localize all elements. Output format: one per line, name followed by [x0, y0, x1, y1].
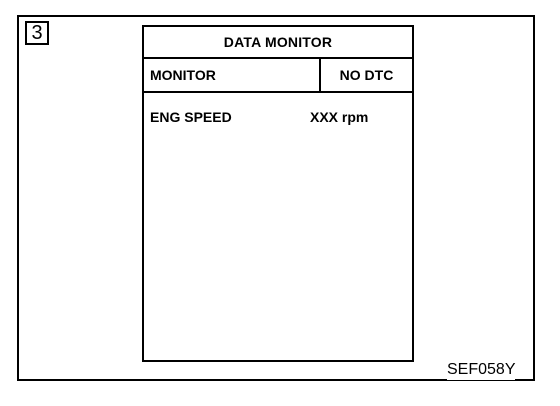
monitor-column-label: MONITOR	[150, 67, 216, 83]
data-monitor-screen: DATA MONITOR MONITOR NO DTC ENG SPEED XX…	[142, 25, 414, 362]
figure-frame	[17, 15, 535, 381]
figure-code: SEF058Y	[447, 360, 516, 380]
step-number-badge: 3	[25, 21, 49, 45]
monitor-header-row: MONITOR NO DTC	[144, 59, 412, 93]
header-divider	[319, 59, 321, 91]
dtc-status: NO DTC	[339, 67, 394, 83]
monitor-item-label: ENG SPEED	[150, 109, 232, 125]
screen-title: DATA MONITOR	[144, 27, 412, 59]
monitor-row-eng-speed: ENG SPEED XXX rpm	[144, 105, 412, 129]
monitor-item-value: XXX rpm	[310, 109, 369, 125]
